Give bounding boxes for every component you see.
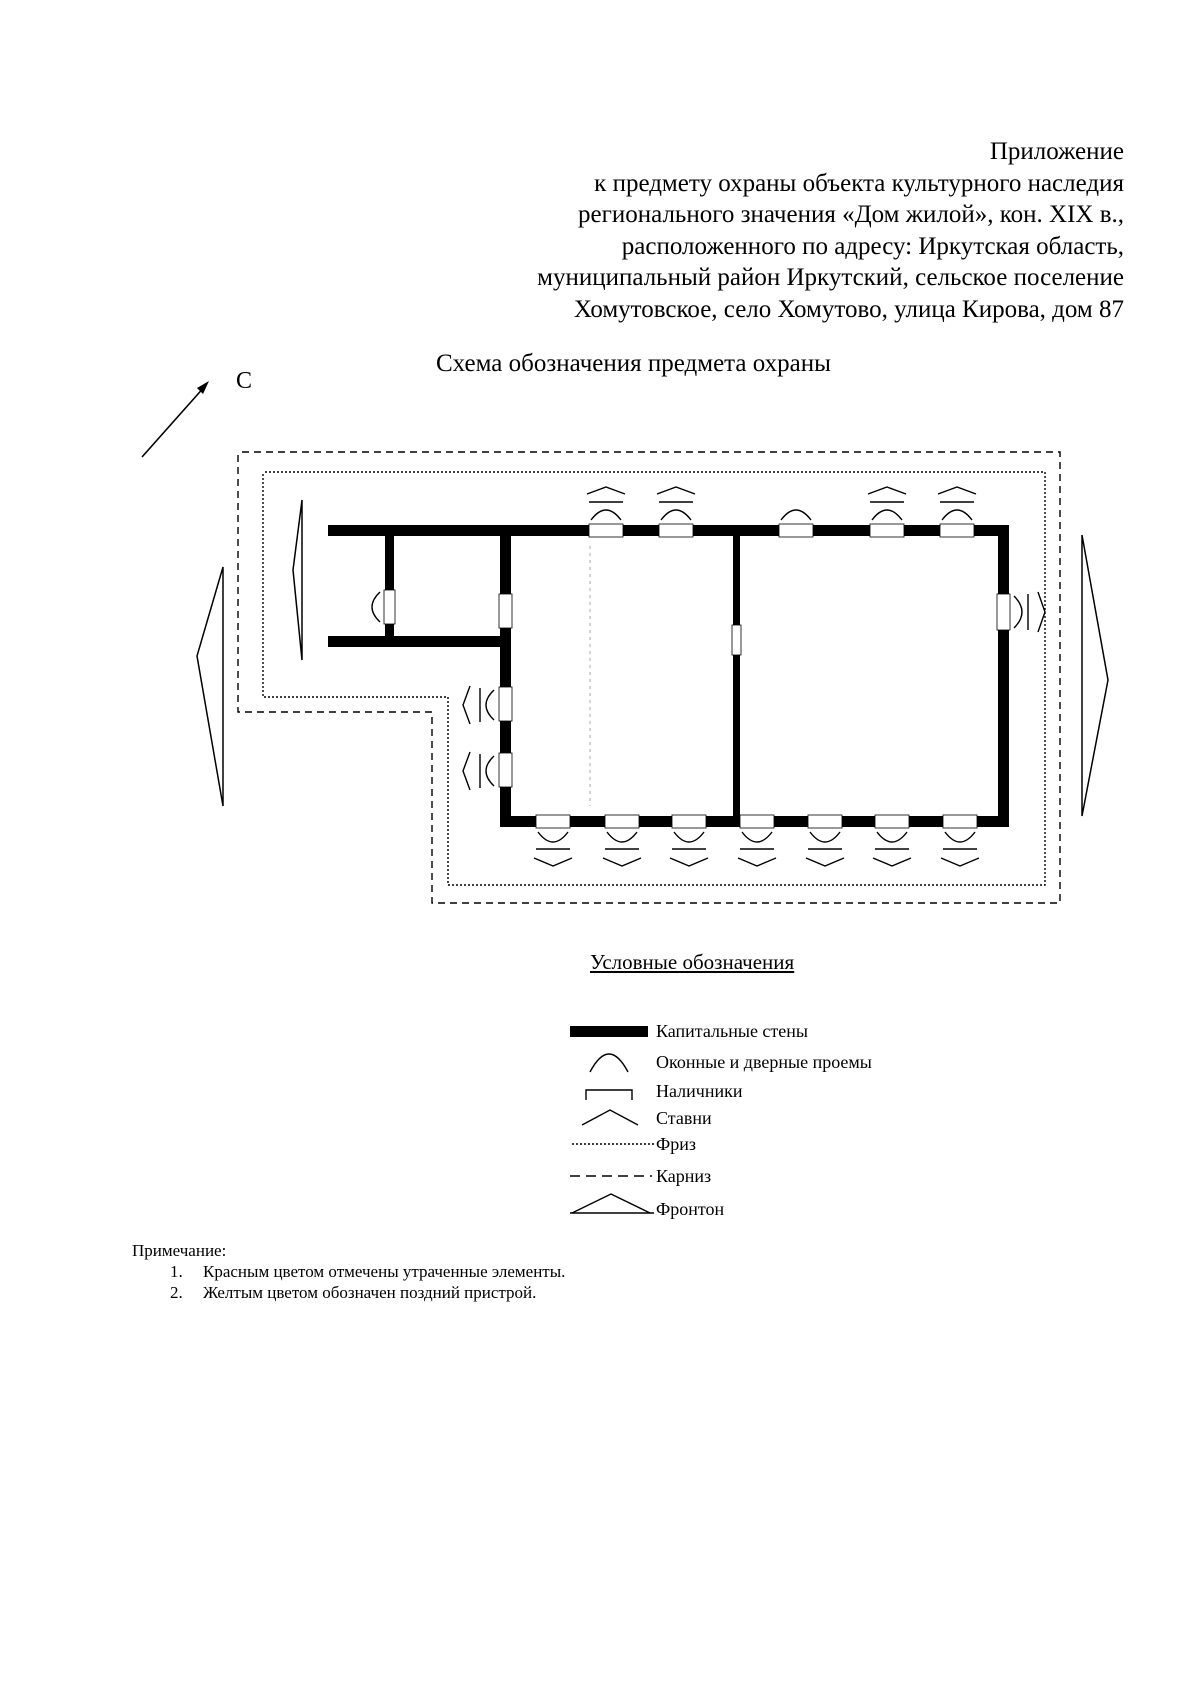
window-symbols-east (1013, 591, 1046, 633)
header-line-5: муниципальный район Иркутский, сельское … (537, 264, 1124, 291)
notes-title: Примечание: (132, 1241, 227, 1260)
window-symbols-south (533, 831, 980, 867)
header-line-1: Приложение (989, 138, 1124, 165)
header-line-2: к предмету охраны объекта культурного на… (594, 169, 1124, 197)
pediment-west-inner (292, 499, 303, 661)
legend-label-pediment: Фронтон (656, 1199, 725, 1219)
frieze-outline (262, 471, 1046, 886)
legend-label-cornice: Карниз (656, 1166, 712, 1186)
north-label: С (236, 368, 253, 394)
scheme-title: Схема обозначения предмета охраны (436, 350, 831, 377)
legend-symbols (570, 1026, 654, 1214)
notes-block: Примечание: 1. Красным цветом отмечены ут… (132, 1240, 565, 1303)
cornice-outline (237, 451, 1061, 904)
legend-shutter-icon (581, 1109, 639, 1126)
header-line-6: Хомутовское, село Хомутово, улица Кирова… (573, 295, 1124, 323)
note-text: Красным цветом отмечены утраченные элеме… (203, 1262, 566, 1281)
legend-opening-arc-icon (589, 1053, 629, 1073)
appendix-header: Приложение к предмету охраны объекта кул… (537, 136, 1124, 325)
note-number: 1. (170, 1262, 183, 1281)
pediment-east (1081, 534, 1109, 817)
note-number: 2. (170, 1283, 183, 1302)
legend-label-shutters: Ставни (656, 1108, 712, 1128)
legend-label-openings: Оконные и дверные проемы (656, 1052, 872, 1072)
north-arrow-icon (141, 381, 209, 458)
legend-label-frieze: Фриз (656, 1134, 696, 1154)
note-item-2: 2. Желтым цветом обозначен поздний пристр… (132, 1282, 565, 1303)
legend-wall-symbol (570, 1026, 648, 1037)
pediment-west-outer (196, 566, 224, 807)
window-symbols-north (586, 486, 977, 521)
legend-label-walls: Капитальные стены (656, 1021, 808, 1041)
legend-label-casings: Наличники (656, 1081, 743, 1101)
note-item-1: 1. Красным цветом отмечены утраченные эле… (132, 1261, 565, 1282)
legend-title: Условные обозначения (590, 950, 795, 974)
window-symbols-west (371, 591, 495, 791)
legend-casing-icon (585, 1089, 633, 1100)
header-line-3: регионального значения «Дом жилой», кон.… (578, 201, 1124, 228)
header-line-4: расположенного по адресу: Иркутская обла… (621, 232, 1124, 260)
legend-pediment-icon (570, 1193, 654, 1214)
wall-openings (383, 523, 1011, 829)
capital-walls (328, 525, 1009, 827)
note-text: Желтым цветом обозначен поздний пристрой… (203, 1283, 537, 1302)
